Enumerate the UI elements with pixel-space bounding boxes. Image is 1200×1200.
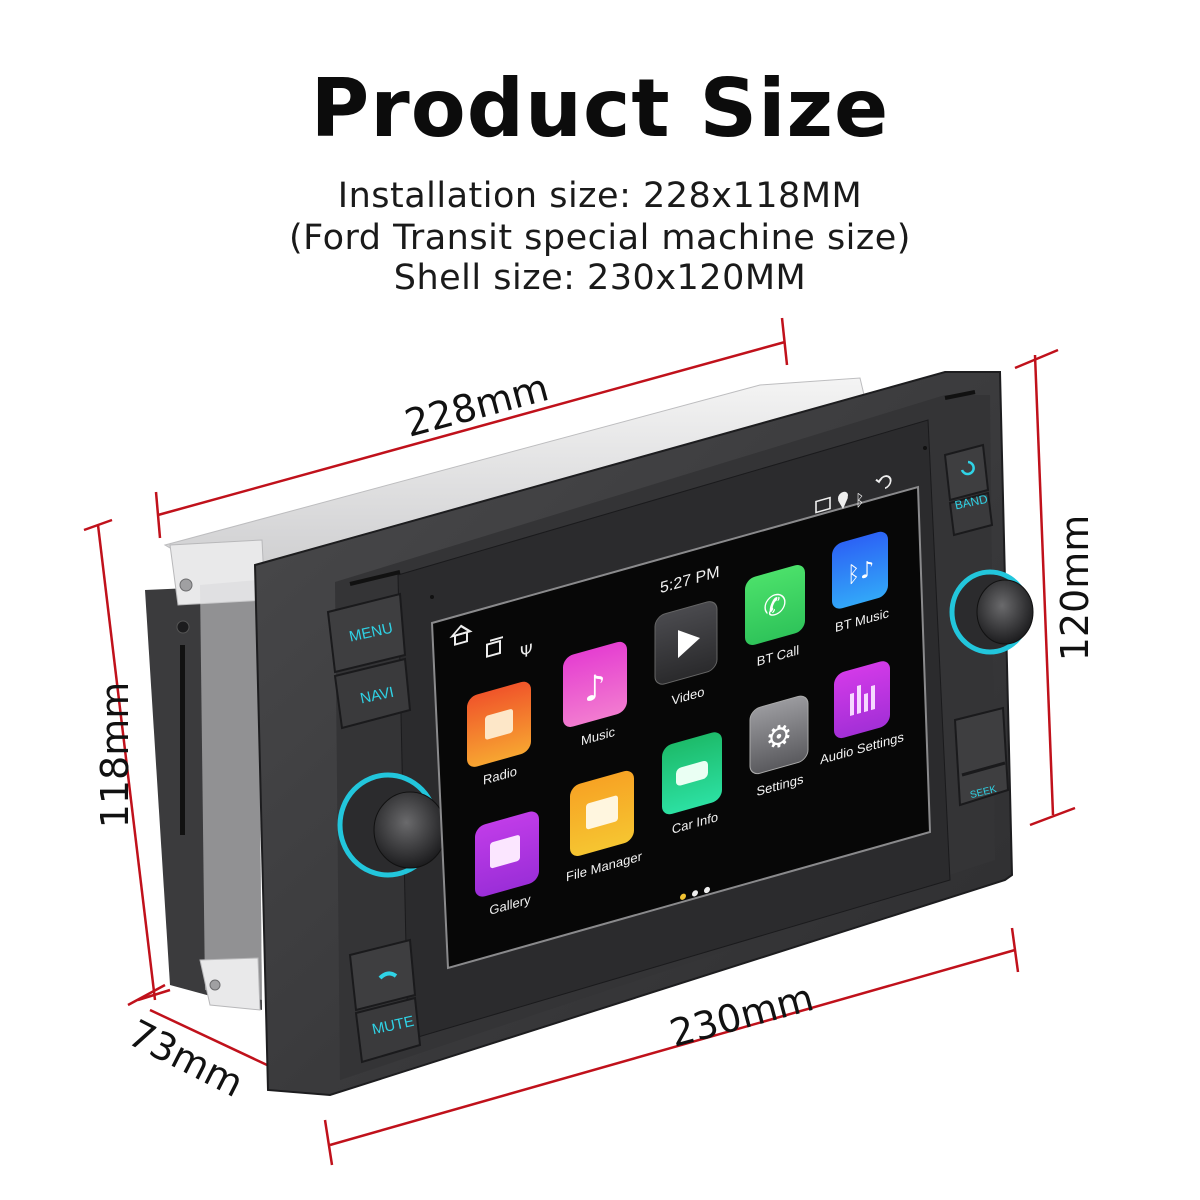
page-indicator (680, 886, 710, 900)
seek-button[interactable]: SEEK (953, 706, 1010, 807)
app-settings[interactable]: ⚙ Settings (749, 694, 809, 801)
play-icon (678, 630, 700, 659)
bluetooth-icon: ᛒ (855, 489, 865, 510)
gallery-icon (490, 835, 520, 869)
location-icon (838, 491, 848, 509)
installation-size-text: Installation size: 228x118MM (337, 176, 863, 216)
dimension-left-height: 118mm (93, 682, 137, 829)
app-gallery[interactable]: Gallery (475, 809, 539, 922)
folder-icon (586, 795, 618, 830)
back-icon (960, 460, 975, 476)
navi-button[interactable]: NAVI (333, 657, 412, 730)
app-car-info[interactable]: Car Info (662, 730, 722, 840)
phone-icon (378, 971, 398, 980)
navi-button-label: NAVI (359, 684, 396, 708)
shell-size-text: Shell size: 230x120MM (393, 258, 807, 298)
jack-icon (176, 620, 190, 634)
music-note-icon: ♪ (584, 666, 606, 711)
app-music[interactable]: ♪ Music (563, 639, 627, 753)
page-dot[interactable] (704, 886, 710, 894)
gear-icon: ⚙ (766, 717, 793, 759)
model-note-text: (Ford Transit special machine size) (289, 218, 911, 258)
band-button-label: BAND (953, 492, 989, 513)
dimension-bottom-width: 230mm (665, 975, 818, 1055)
equalizer-icon (850, 684, 875, 716)
back-icon (875, 475, 892, 490)
dimension-lines (83, 317, 1076, 1166)
cast-icon (815, 496, 831, 514)
dimension-right-height: 120mm (1053, 515, 1097, 662)
home-icon[interactable] (449, 623, 473, 646)
touch-screen[interactable] (430, 485, 932, 970)
tuning-knob-right[interactable] (949, 569, 1034, 655)
band-button[interactable]: BAND (948, 492, 994, 537)
menu-button[interactable]: MENU (326, 592, 407, 674)
back-button[interactable] (943, 443, 990, 502)
page-dot-active[interactable] (680, 893, 686, 901)
app-bt-music[interactable]: ᛒ♪ BT Music (832, 529, 889, 636)
page-title: Product Size (310, 62, 890, 155)
dimension-top-width: 228mm (400, 365, 553, 445)
mute-button[interactable]: MUTE (354, 996, 422, 1064)
dimension-depth: 73mm (121, 1011, 250, 1106)
phone-button[interactable] (348, 938, 417, 1012)
phone-icon: ✆ (763, 586, 786, 625)
screw-icon (179, 578, 193, 592)
recent-apps-icon[interactable] (486, 636, 503, 658)
page-dot[interactable] (692, 890, 698, 898)
car-icon (676, 760, 708, 786)
usb-icon: Ψ (520, 640, 533, 662)
radio-icon (485, 709, 513, 740)
